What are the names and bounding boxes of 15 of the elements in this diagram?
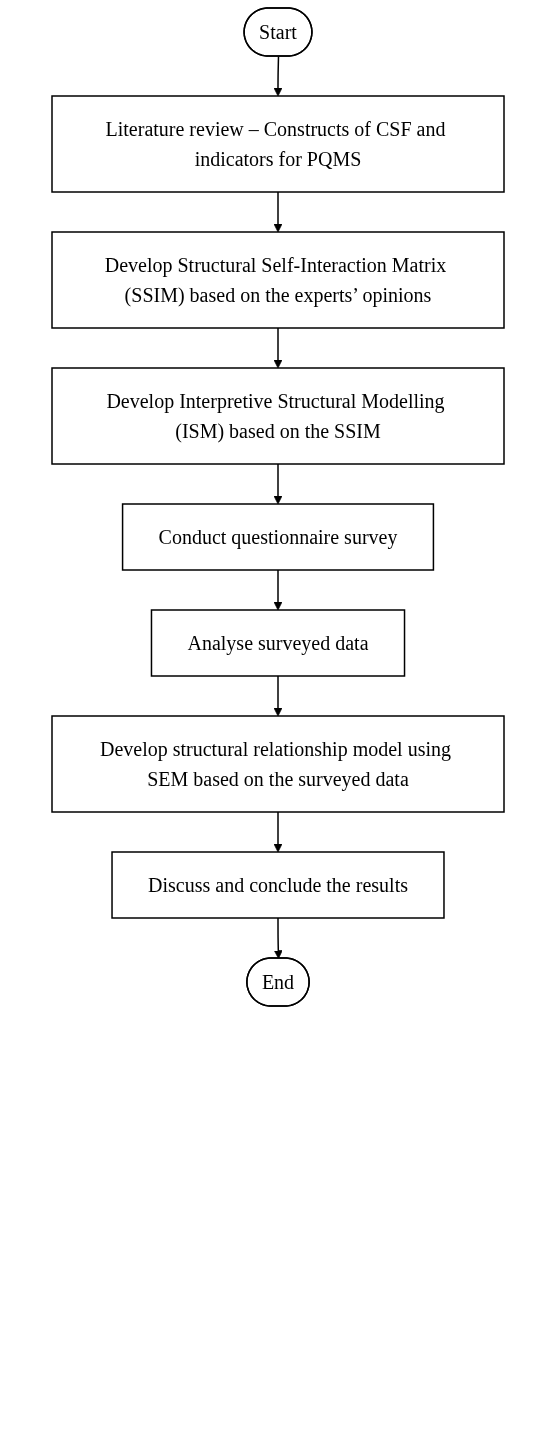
node-box: Develop Structural Self-Interaction Matrix (SSIM) based on the experts’ opinions [51, 231, 505, 329]
node-box: Conduct questionnaire survey [121, 503, 435, 571]
node-box: Discuss and conclude the results [111, 851, 445, 919]
arrow [273, 327, 283, 369]
node-box: Literature review – Constructs of CSF and indicators for PQMS [51, 95, 505, 193]
node-box: Develop Interpretive Structural Modelling (ISM) based on the SSIM [51, 367, 505, 465]
node-box: Develop structural relationship model using SEM based on the surveyed data [51, 715, 505, 813]
arrow [273, 463, 283, 505]
arrow [273, 811, 283, 853]
arrow [273, 569, 283, 611]
arrow [273, 191, 283, 233]
arrow [273, 55, 283, 97]
node-box: Analyse surveyed data [150, 609, 406, 677]
arrow [273, 917, 283, 959]
arrow [273, 675, 283, 717]
